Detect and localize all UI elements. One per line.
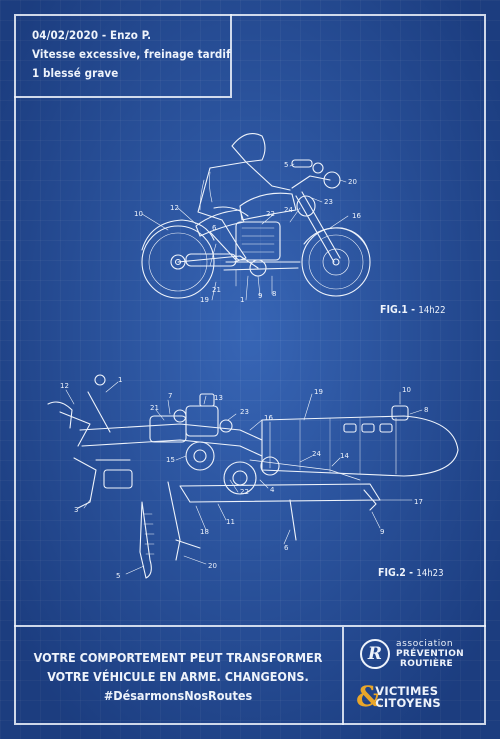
message-hashtag: #DésarmonsNosRoutes xyxy=(103,687,253,703)
figure-1-label: FIG.1 - 14h22 xyxy=(380,304,446,316)
callout: 11 xyxy=(226,518,235,526)
ampersand-icon: & xyxy=(356,680,382,713)
campaign-message: VOTRE COMPORTEMENT PEUT TRANSFORMER VOTR… xyxy=(14,627,344,725)
incident-cause: Vitesse excessive, freinage tardif xyxy=(32,47,231,61)
callout: 24 xyxy=(284,206,293,214)
prevention-routiere-logo: R association PRÉVENTION ROUTIÈRE xyxy=(360,639,464,669)
motorcycle-side-view-drawing xyxy=(141,133,371,301)
callout: 3 xyxy=(74,506,78,514)
callout: 8 xyxy=(272,290,276,298)
callout: 6 xyxy=(212,224,217,232)
callout: 4 xyxy=(270,486,275,494)
callout: 5 xyxy=(116,572,120,580)
fig2-callouts: 12 1 7 13 21 23 16 19 10 8 15 24 14 4 22… xyxy=(60,376,428,580)
incident-date-name: 04/02/2020 - Enzo P. xyxy=(32,28,152,42)
apr-line-2: PRÉVENTION xyxy=(396,649,464,659)
vc-line-2: CITOYENS xyxy=(375,696,441,710)
prevention-routiere-mark-icon: R xyxy=(360,639,390,669)
callout: 7 xyxy=(168,392,172,400)
callout: 5 xyxy=(284,161,288,169)
blueprint-frame xyxy=(14,14,486,725)
callout: 20 xyxy=(208,562,217,570)
callout: 20 xyxy=(348,178,357,186)
callout: 9 xyxy=(380,528,384,536)
callout: 13 xyxy=(214,394,223,402)
callout: 19 xyxy=(200,296,209,304)
callout: 10 xyxy=(402,386,411,394)
victimes-citoyens-logo: & VICTIMES CITOYENS xyxy=(356,683,441,711)
callout: 18 xyxy=(200,528,209,536)
callout: 12 xyxy=(60,382,69,390)
callout: 12 xyxy=(170,204,179,212)
figure-2-label: FIG.2 - 14h23 xyxy=(378,567,444,579)
callout: 1 xyxy=(118,376,122,384)
callout: 24 xyxy=(312,450,321,458)
callout: 14 xyxy=(340,452,349,460)
vc-line-1: VICTIMES xyxy=(375,684,439,698)
callout: 17 xyxy=(414,498,423,506)
callout: 19 xyxy=(314,388,323,396)
callout: 8 xyxy=(424,406,428,414)
figure-1-time: 14h22 xyxy=(418,305,446,316)
figure-2-time: 14h23 xyxy=(416,568,444,579)
message-line-1: VOTRE COMPORTEMENT PEUT TRANSFORMER xyxy=(33,649,323,665)
callout: 9 xyxy=(258,292,262,300)
callout: 22 xyxy=(240,488,249,496)
callout: 21 xyxy=(150,404,159,412)
callout: 16 xyxy=(264,414,273,422)
callout: 10 xyxy=(134,210,143,218)
callout: 15 xyxy=(166,456,175,464)
footer-panel: VOTRE COMPORTEMENT PEUT TRANSFORMER VOTR… xyxy=(14,625,486,725)
incident-info-box: 04/02/2020 - Enzo P. Vitesse excessive, … xyxy=(14,14,232,98)
callout: 23 xyxy=(240,408,249,416)
figure-2-name: FIG.2 xyxy=(378,567,406,579)
callout: 1 xyxy=(240,296,244,304)
apr-line-3: ROUTIÈRE xyxy=(400,659,454,669)
apr-line-1: association xyxy=(396,639,454,649)
callout: 6 xyxy=(284,544,289,552)
partner-logos: R association PRÉVENTION ROUTIÈRE & VICT… xyxy=(344,627,486,725)
figure-1-name: FIG.1 xyxy=(380,304,408,316)
callout: 16 xyxy=(352,212,361,220)
fig1-callouts: 5 20 10 12 6 22 24 23 16 21 19 1 9 8 xyxy=(134,161,361,304)
callout: 22 xyxy=(266,210,275,218)
motorcycle-exploded-view-drawing xyxy=(47,374,459,579)
incident-victims: 1 blessé grave xyxy=(32,66,119,80)
message-line-2: VOTRE VÉHICULE EN ARME. CHANGEONS. xyxy=(47,668,309,684)
callout: 23 xyxy=(324,198,333,206)
callout: 21 xyxy=(212,286,221,294)
